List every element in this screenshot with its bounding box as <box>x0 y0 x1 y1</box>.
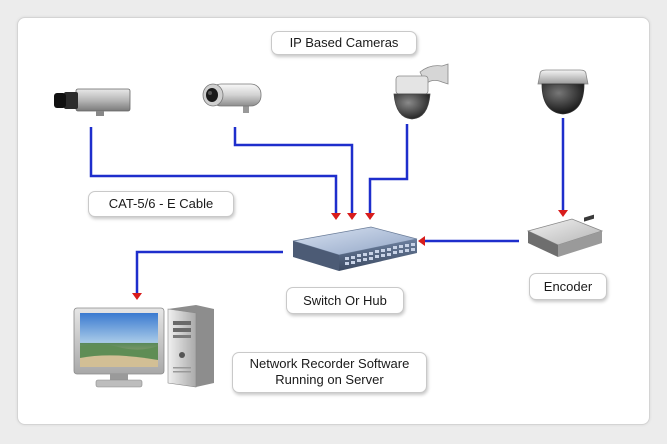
wire-box-camera-to-switch <box>89 127 338 213</box>
bullet-camera-icon <box>199 80 265 114</box>
server-label-line1: Network Recorder Software <box>249 356 410 371</box>
server-tower-icon <box>166 303 218 389</box>
arrow-head-encoder-in <box>558 210 568 217</box>
switch-label: Switch Or Hub <box>286 287 404 314</box>
ip-cameras-label: IP Based Cameras <box>271 31 417 55</box>
arrow-head-box-camera <box>331 213 341 220</box>
box-camera-icon <box>52 84 132 118</box>
server-label: Network Recorder Software Running on Ser… <box>232 352 427 393</box>
computer-monitor-icon <box>72 306 166 390</box>
arrow-head-server-in <box>132 293 142 300</box>
arrow-head-ptz-camera <box>365 213 375 220</box>
encoder-label: Encoder <box>529 273 607 300</box>
ptz-camera-icon <box>386 62 450 122</box>
arrow-head-switch-in <box>418 236 425 246</box>
arrow-head-bullet-camera <box>347 213 357 220</box>
server-label-line2: Running on Server <box>275 372 384 387</box>
cable-type-label: CAT-5/6 - E Cable <box>88 191 234 217</box>
video-encoder-icon <box>524 214 604 263</box>
dome-camera-icon <box>534 68 592 116</box>
wire-bullet-camera-to-switch <box>233 127 354 213</box>
network-switch-icon <box>287 223 419 275</box>
wire-ptz-camera-to-switch <box>368 124 409 213</box>
wire-switch-to-server <box>135 250 283 294</box>
